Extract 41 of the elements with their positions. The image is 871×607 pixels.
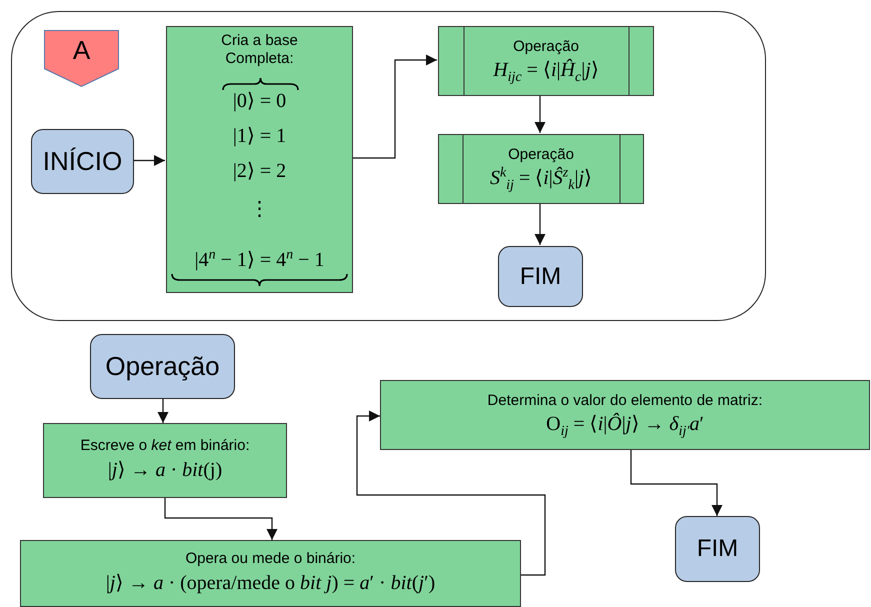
math-formula: |2⟩ = 2	[232, 159, 288, 183]
process-box	[166, 26, 353, 293]
terminal-box	[675, 516, 760, 582]
arrow	[158, 399, 168, 423]
node-label: Operação	[105, 350, 220, 383]
terminal-box	[498, 246, 583, 307]
arrow	[630, 450, 722, 516]
arrow	[356, 410, 546, 576]
node-label: A	[72, 34, 90, 66]
math-formula: O$_{ij}$ = ⟨i|Ô|j⟩ → δ$_{ij′}$a′	[546, 412, 704, 438]
terminal-box	[90, 334, 235, 399]
subprocess-box	[438, 26, 654, 96]
group-frame	[11, 11, 766, 321]
math-formula: |1⟩ = 1	[232, 124, 288, 148]
node-title: Opera ou mede o binário:	[185, 550, 356, 569]
ellipsis: ⋮	[248, 197, 270, 221]
process-box	[43, 423, 287, 498]
node-label: FIM	[520, 262, 562, 292]
node-title: Escreve o ket em binário:	[80, 437, 250, 456]
arrow	[352, 54, 437, 159]
arrow	[164, 498, 278, 540]
off-page-connector	[44, 30, 119, 87]
node-title: Operação	[508, 146, 574, 164]
process-box	[20, 540, 521, 607]
arrow	[534, 95, 546, 133]
math-formula: S$^{k}$$_{ij}$ = ⟨i|Ŝ$^{z}$$_{k}$|j⟩	[490, 164, 592, 192]
math-formula: |4$^{n}$ − 1⟩ = 4$^{n}$ − 1	[194, 248, 326, 272]
arrow	[534, 203, 546, 245]
node-title: Operação	[513, 38, 579, 56]
subprocess-box	[438, 134, 644, 204]
math-formula: |j⟩ → a · bit(j)	[108, 458, 222, 483]
arrow	[133, 155, 165, 166]
math-formula: H$_{ijc}$ = ⟨i|Ĥ$_{c}$|j⟩	[493, 58, 599, 84]
node-title: Determina o valor do elemento de matriz:	[487, 392, 763, 410]
node-label: INÍCIO	[42, 145, 122, 178]
math-formula: |0⟩ = 0	[232, 89, 288, 113]
node-text: Cria a base Completa:	[220, 32, 299, 68]
node-label: FIM	[696, 534, 738, 564]
terminal-box	[31, 129, 134, 194]
math-formula: |j⟩ → a · (opera/mede o bit j) = a′ · bit(j′)	[106, 570, 436, 596]
process-box	[380, 380, 870, 450]
